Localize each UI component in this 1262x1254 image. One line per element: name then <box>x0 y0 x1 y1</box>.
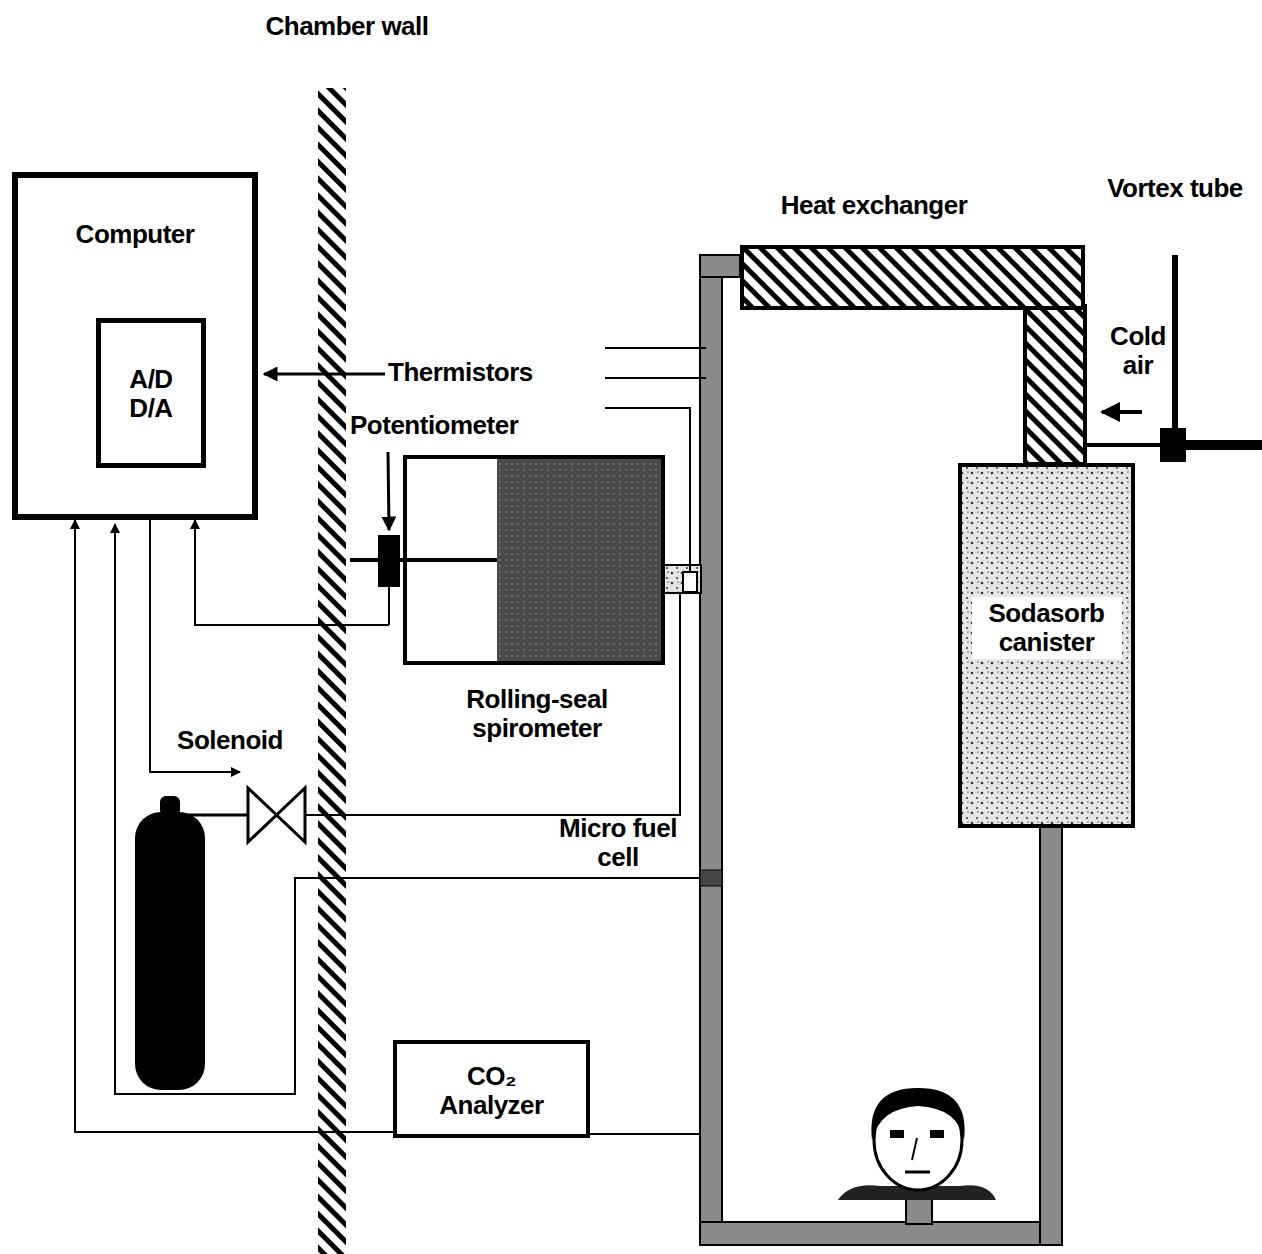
chamber-wall <box>318 88 346 1254</box>
signal-wire <box>75 520 393 1132</box>
heat-exchanger-leg <box>1025 306 1085 464</box>
spirometer-box: Rolling-seal spirometer <box>403 455 665 665</box>
heat-exchanger-band <box>740 245 1085 310</box>
wall-label: Chamber wall <box>262 12 432 41</box>
node-label: Rolling-seal spirometer <box>427 685 647 743</box>
sample-line <box>590 1133 700 1135</box>
spirometer-shaft <box>350 558 497 562</box>
analyzer-box: CO₂ Analyzer <box>393 1040 590 1138</box>
gas-cylinder <box>135 796 248 1090</box>
potentiometer-leader <box>388 452 389 530</box>
node-label: A/D D/A <box>116 365 186 423</box>
spirometer-port <box>663 565 701 593</box>
vortex-label: Vortex tube <box>1100 174 1250 203</box>
thermistor-leads <box>264 348 706 592</box>
cold-air-label: Cold air <box>1098 322 1178 380</box>
thermistor-label: Thermistors <box>388 358 603 387</box>
subject-head <box>838 1088 996 1224</box>
node-label: Sodasorb canister <box>972 597 1122 659</box>
fuel-cell-line <box>115 524 706 1094</box>
sodasorb-fill <box>958 463 1135 828</box>
node-label: Computer <box>24 220 246 249</box>
heat-exchanger: Heat exchanger <box>740 245 1085 310</box>
node-label: Heat exchanger <box>694 191 1054 220</box>
solenoid-label: Solenoid <box>160 726 300 755</box>
fuel-cell-label: Micro fuel cell <box>548 814 688 872</box>
micro-fuel-cell <box>700 870 722 886</box>
vortex-tube <box>1085 255 1262 462</box>
spirometer-bell <box>497 457 663 663</box>
potentiometer-lead <box>388 587 390 625</box>
converter-box: A/D D/A <box>96 318 206 468</box>
signal-wire <box>195 520 389 625</box>
computer-box: ComputerA/D D/A <box>12 172 258 520</box>
node-label: CO₂ Analyzer <box>417 1062 567 1120</box>
potentiometer-label: Potentiometer <box>350 411 580 440</box>
potentiometer <box>378 535 400 587</box>
sodasorb-canister: Sodasorb canister <box>958 463 1135 828</box>
solenoid-valve <box>248 788 305 842</box>
